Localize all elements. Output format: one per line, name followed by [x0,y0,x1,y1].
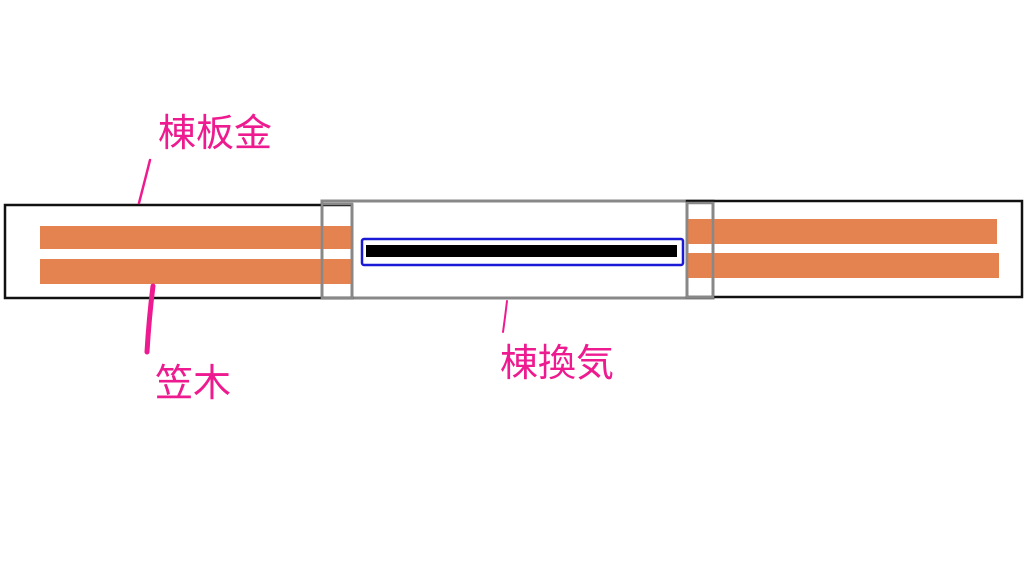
right-ridge-panel [685,199,1024,299]
left-bracket [320,202,354,300]
right-wood-strip-top [687,219,997,244]
leader-line-batten [144,283,156,355]
label-batten: 笠木 [155,361,231,405]
left-panel-outline [3,203,354,300]
leader-line-ridge-vent [502,300,508,333]
label-ridge-sheet-metal: 棟板金 [158,111,272,155]
left-wood-strip-bottom [40,259,352,284]
vent-slot-bar [366,245,677,257]
right-wood-strip-bottom [687,253,999,278]
leader-line-ridge-sheet-metal [137,158,152,205]
right-bracket [685,201,715,299]
right-panel-outline [685,199,1024,299]
vent-slot [360,237,685,267]
left-ridge-panel [3,203,354,300]
label-ridge-vent: 棟換気 [500,341,614,385]
left-wood-strip-top [40,226,352,249]
